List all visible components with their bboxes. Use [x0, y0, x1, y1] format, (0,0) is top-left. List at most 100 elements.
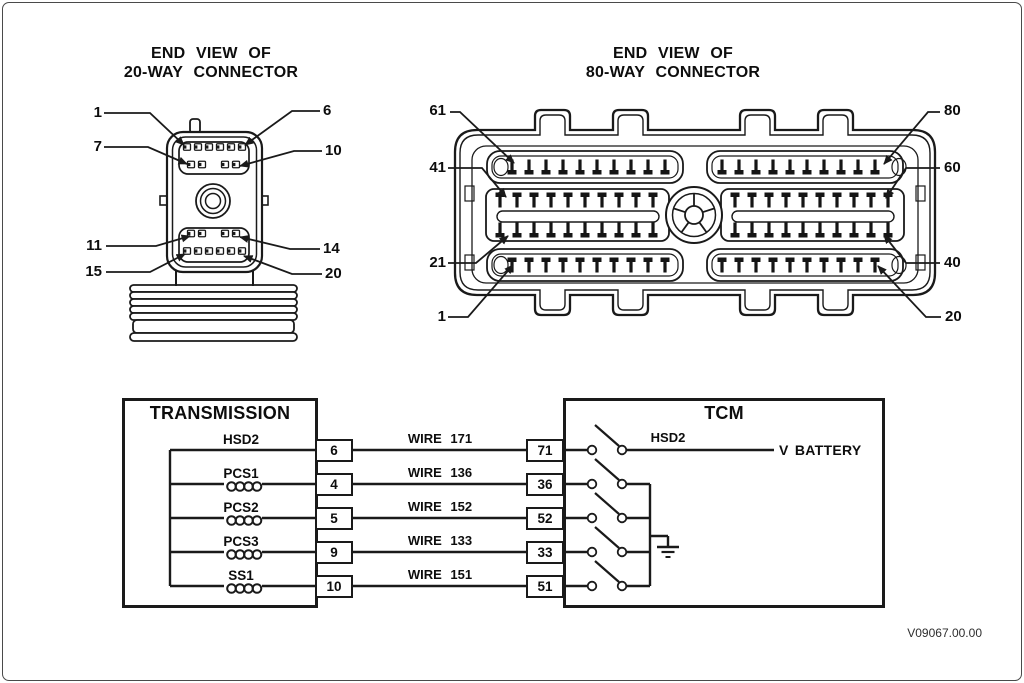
pin-label-21: 21	[429, 254, 446, 271]
transmission-box	[122, 398, 318, 608]
title-line-2: 20-WAY CONNECTOR	[123, 64, 299, 81]
connector-20-title: END VIEW OF 20-WAY CONNECTOR	[111, 44, 311, 82]
leader-pin-14	[239, 235, 320, 250]
pin-label-10: 10	[325, 142, 342, 159]
pin-row-21-30	[495, 222, 658, 238]
strip-bottom-right-hook	[891, 255, 907, 275]
schematic-lines	[168, 424, 774, 594]
pin-label-14: 14	[323, 240, 340, 257]
leader-pin-60	[885, 167, 940, 199]
pin-label-15: 15	[85, 263, 102, 280]
solenoid-coil-pcs1	[170, 481, 316, 492]
leader-pin-1	[104, 112, 185, 146]
tcm-box	[563, 398, 885, 608]
solenoid-coil-pcs3	[170, 549, 316, 560]
tcm-title: TCM	[704, 403, 744, 423]
cable-gland	[129, 284, 298, 342]
pin-label-40: 40	[944, 254, 961, 271]
transmission-pin-box-10: 10	[315, 575, 353, 598]
leader-pin-40	[883, 234, 940, 264]
pin-row-15-20	[182, 247, 247, 255]
shell-face	[471, 145, 919, 284]
pin-label-7: 7	[93, 138, 102, 155]
block-mid-right-slot	[731, 210, 895, 223]
wire-label-133: WIRE 133	[407, 533, 473, 548]
pin-label-1: 1	[93, 104, 102, 121]
leader-pin-21	[448, 235, 509, 264]
leader-pin-15	[106, 253, 186, 273]
body-neck	[175, 270, 254, 286]
pin-label-20-80way: 20	[945, 308, 962, 325]
strip-bottom-left	[486, 248, 684, 282]
figure-number: V09067.00.00	[907, 626, 982, 640]
pin-label-11: 11	[86, 237, 102, 254]
strip-top-right	[706, 150, 904, 184]
leader-pin-20	[877, 265, 941, 318]
pin-row-61-70	[507, 159, 670, 175]
solenoid-label-hsd2: HSD2	[222, 432, 259, 447]
solenoid-coil-pcs2	[170, 515, 316, 526]
pin-row-7-10	[186, 160, 241, 169]
strip-top-left-hook	[493, 157, 509, 177]
connector-80-drawing	[453, 108, 937, 317]
pin-row-1-6	[182, 143, 247, 151]
block-mid-left-slot	[496, 210, 660, 223]
strip-top-right-hook	[891, 157, 907, 177]
center-bolt-icon	[665, 186, 723, 244]
leader-pin-6	[244, 110, 320, 146]
pin-label-80: 80	[944, 102, 961, 119]
wire-label-171: WIRE 171	[407, 431, 473, 446]
leader-pin-20	[243, 255, 322, 275]
solenoid-label-ss1: SS1	[228, 568, 254, 583]
leader-pin-1	[448, 264, 514, 318]
switch-icon-36	[563, 458, 650, 490]
v-battery-label: V BATTERY	[779, 442, 862, 458]
transmission-title: TRANSMISSION	[149, 403, 291, 423]
switch-icon-51	[563, 560, 650, 592]
pin-label-41: 41	[429, 159, 446, 176]
tcm-pin-box-71: 71	[526, 439, 564, 462]
tcm-pin-box-52: 52	[526, 507, 564, 530]
pin-row-11-20	[717, 257, 880, 273]
ground-icon	[650, 534, 679, 558]
solenoid-label-pcs3: PCS3	[223, 534, 259, 549]
pin-label-60: 60	[944, 159, 961, 176]
title-line-1: END VIEW OF	[151, 45, 271, 62]
tcm-pin-box-33: 33	[526, 541, 564, 564]
pin-label-6: 6	[323, 102, 332, 119]
transmission-pin-box-4: 4	[315, 473, 353, 496]
leader-pin-10	[239, 150, 322, 168]
pin-row-71-80	[717, 159, 880, 175]
pin-label-20: 20	[325, 265, 342, 282]
screw-boss-icon	[195, 183, 231, 219]
strip-bottom-right	[706, 248, 904, 282]
transmission-pin-box-6: 6	[315, 439, 353, 462]
connector-body-inner	[171, 136, 258, 268]
switch-icon-52	[563, 492, 650, 524]
pin-row-41-50	[495, 192, 658, 208]
transmission-pin-box-9: 9	[315, 541, 353, 564]
title-line-2: 80-WAY CONNECTOR	[585, 64, 761, 81]
leader-pin-11	[106, 234, 191, 247]
transmission-pin-box-5: 5	[315, 507, 353, 530]
leader-pin-7	[104, 146, 188, 165]
connector-80-leader-lines	[448, 111, 941, 318]
solenoid-label-pcs2: PCS2	[223, 500, 259, 515]
switch-icon-71	[563, 424, 774, 456]
pin-group-bottom	[178, 227, 250, 263]
connector-20-leader-lines	[104, 110, 322, 275]
tcm-pin-box-36: 36	[526, 473, 564, 496]
shell-inner	[459, 114, 931, 311]
leader-pin-80	[883, 111, 940, 165]
leader-pin-61	[450, 111, 515, 164]
pin-label-61: 61	[429, 102, 446, 119]
wire-label-152: WIRE 152	[407, 499, 473, 514]
pin-row-51-60	[730, 192, 893, 208]
connector-80-title: END VIEW OF 80-WAY CONNECTOR	[573, 44, 773, 82]
edge-clip-right-1	[915, 185, 926, 202]
wire-label-136: WIRE 136	[407, 465, 473, 480]
solenoid-label-pcs1: PCS1	[223, 466, 259, 481]
wire-label-151: WIRE 151	[407, 567, 473, 582]
strip-top-left	[486, 150, 684, 184]
